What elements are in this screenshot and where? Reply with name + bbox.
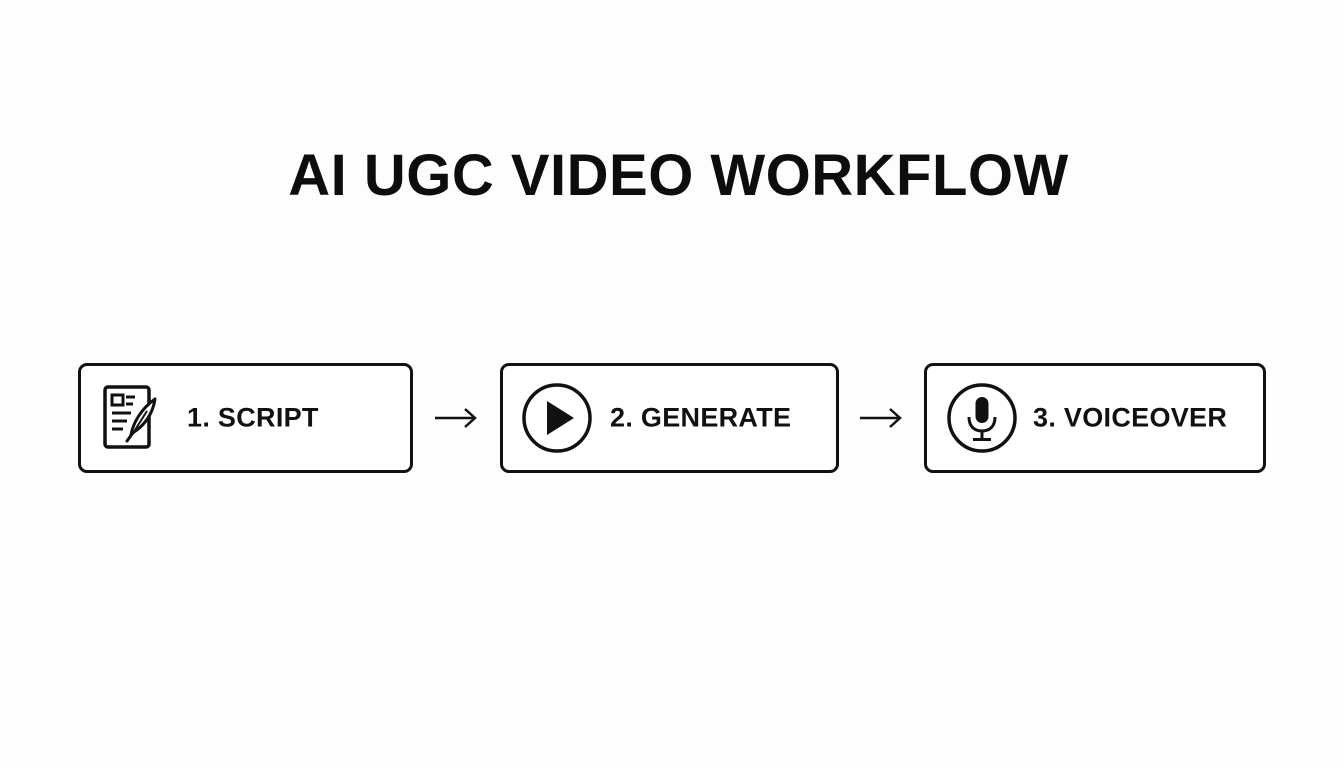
play-circle-icon (520, 381, 594, 455)
step-label: 1. SCRIPT (187, 402, 319, 433)
step-generate: 2. GENERATE (500, 363, 839, 473)
step-label: 3. VOICEOVER (1033, 402, 1228, 433)
arrow-right-icon (433, 405, 479, 431)
step-voiceover: 3. VOICEOVER (924, 363, 1266, 473)
diagram-title: AI UGC VIDEO WORKFLOW (288, 143, 1069, 208)
microphone-circle-icon (945, 381, 1019, 455)
step-label: 2. GENERATE (610, 402, 792, 433)
step-script: 1. SCRIPT (78, 363, 413, 473)
document-with-quill-icon (101, 383, 159, 453)
arrow-right-icon (858, 405, 904, 431)
